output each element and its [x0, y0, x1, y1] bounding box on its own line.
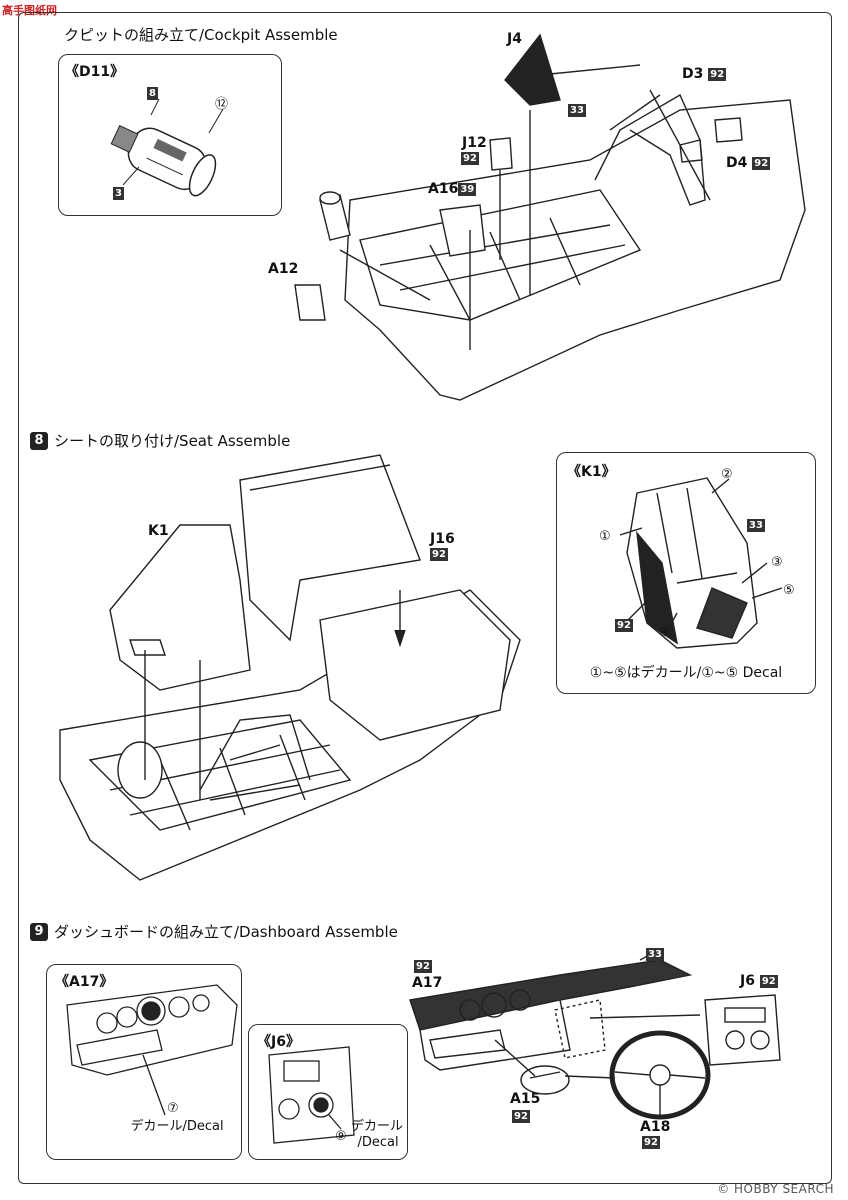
step-9-title: ダッシュボードの組み立て/Dashboard Assemble — [54, 923, 398, 941]
step-9-header: 9 ダッシュボードの組み立て/Dashboard Assemble — [30, 921, 398, 942]
label-d3: D3 92 — [682, 66, 727, 82]
decal-5: ⑤ — [783, 583, 795, 598]
label-j16-92: 92 — [430, 548, 448, 561]
label-j12: J12 — [462, 135, 487, 151]
a17-title: 《A17》 — [55, 974, 114, 990]
label-j6: J6 92 — [740, 973, 778, 989]
d11-title: 《D11》 — [65, 64, 125, 80]
step-7-title: クピットの組み立て/Cockpit Assemble — [64, 26, 338, 44]
d11-part-8: 8 — [147, 87, 158, 100]
decal-1: ① — [599, 529, 611, 544]
decal-2: ② — [721, 467, 733, 482]
seat-decal-drawing — [619, 477, 783, 649]
j6-detail-box: 《J6》 ⑨ デカール /Decal — [248, 1024, 408, 1160]
label-j4: J4 — [507, 31, 522, 47]
page-frame — [18, 12, 832, 1184]
label-k1: K1 — [148, 523, 169, 539]
label-a18: A18 — [640, 1119, 671, 1135]
j6-caption-1: デカール — [350, 1119, 403, 1134]
detail-part-33: 33 — [747, 519, 765, 532]
j6-decal-9: ⑨ — [335, 1129, 347, 1144]
a17-caption: デカール/Decal — [130, 1119, 224, 1134]
k1-detail-box: 《K1》 ② ① 33 ③ ⑤ 92 ④ ①~⑤はデカール/①~⑤ Decal — [556, 452, 816, 694]
step-7-header: クピットの組み立て/Cockpit Assemble — [40, 24, 338, 45]
k1-caption: ①~⑤はデカール/①~⑤ Decal — [589, 665, 783, 681]
step-8-title: シートの取り付け/Seat Assemble — [54, 432, 291, 450]
step-8-header: 8 シートの取り付け/Seat Assemble — [30, 430, 290, 451]
d11-detail-box: 《D11》 8 ⑫ 3 — [58, 54, 282, 216]
fire-extinguisher-drawing — [110, 98, 224, 197]
d11-part-3: 3 — [113, 187, 124, 200]
a17-decal-7: ⑦ — [167, 1101, 179, 1116]
label-a15: A15 — [510, 1091, 541, 1107]
seat-assembly-drawing — [59, 454, 521, 881]
j6-panel-drawing — [268, 1046, 355, 1144]
label-a18-92: 92 — [642, 1136, 660, 1149]
label-a12: A12 — [268, 261, 299, 277]
step-9-number: 9 — [30, 922, 48, 941]
decal-3: ③ — [771, 555, 783, 570]
label-j4-33: 33 — [568, 104, 586, 117]
label-a17: A17 — [412, 975, 443, 991]
watermark-logo: 高手图纸网 — [2, 4, 57, 17]
a17-detail-box: 《A17》 ⑦ デカール/Decal — [46, 964, 242, 1160]
label-j16: J16 — [430, 531, 455, 547]
decal-4: ④ — [659, 625, 671, 640]
hobby-search-logo: © HOBBY SEARCH — [717, 1182, 834, 1196]
cockpit-chassis-drawing — [294, 33, 806, 401]
dashboard-detail-drawing — [66, 984, 238, 1116]
d11-part-12: ⑫ — [215, 97, 229, 112]
step-8-number: 8 — [30, 431, 48, 450]
label-a17-92: 92 — [414, 960, 432, 973]
label-j12-92: 92 — [461, 152, 479, 165]
j6-caption-2: /Decal — [357, 1135, 399, 1150]
label-a15-92: 92 — [512, 1110, 530, 1123]
k1-title: 《K1》 — [567, 464, 616, 480]
label-dash-33: 33 — [646, 948, 664, 961]
detail-part-92: 92 — [615, 619, 633, 632]
label-d4: D4 92 — [726, 155, 771, 171]
j6-title: 《J6》 — [257, 1034, 300, 1050]
